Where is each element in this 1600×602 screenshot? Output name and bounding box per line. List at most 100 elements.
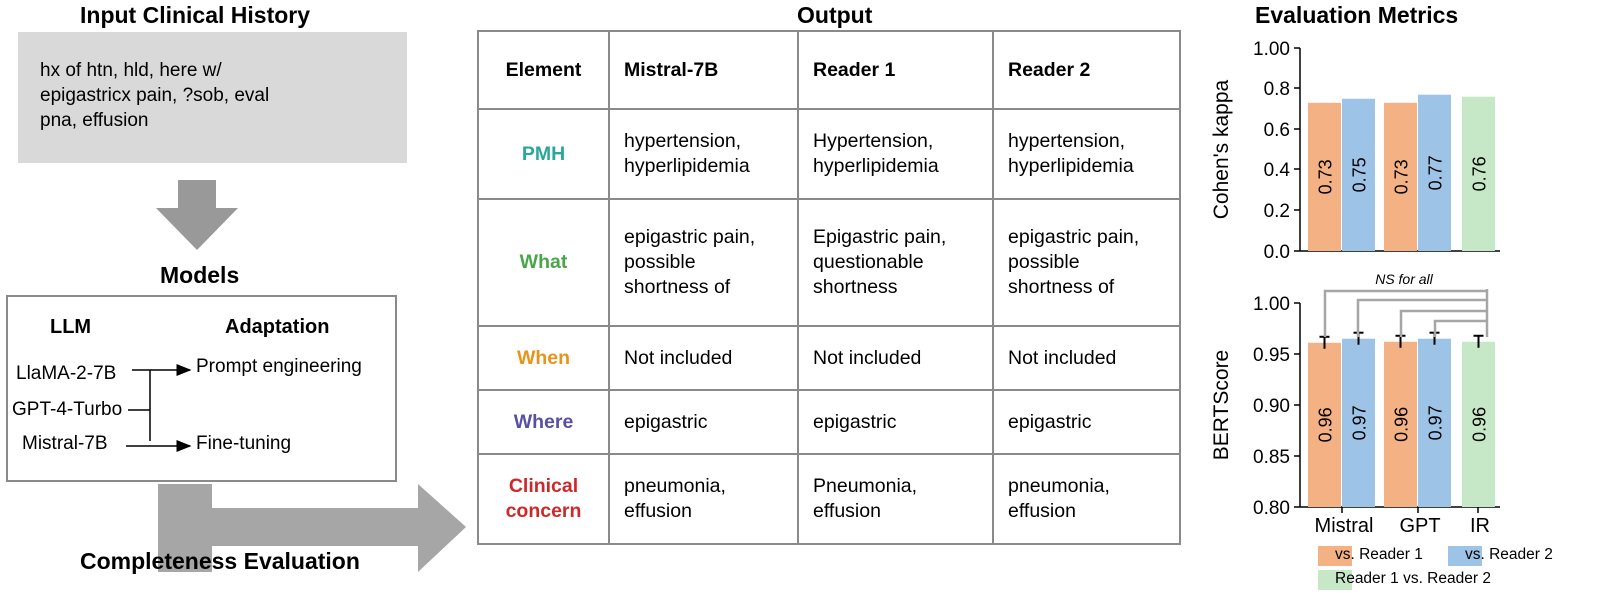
x-tick-label: IR <box>1470 515 1490 537</box>
y-tick-label: 0.6 <box>1264 120 1290 141</box>
header-element: Element <box>477 30 610 110</box>
models-box <box>6 295 397 482</box>
table-cell: Pneumonia, effusion <box>797 453 994 545</box>
table-cell: pneumonia, effusion <box>608 453 799 545</box>
bar-value-label: 0.97 <box>1426 405 1446 440</box>
completeness-evaluation-label: Completeness Evaluation <box>80 548 360 574</box>
significance-bracket <box>1399 309 1487 337</box>
cell-line: shortness of <box>624 276 731 298</box>
cell-line: hypertension, <box>1008 130 1126 152</box>
bar-value-label: 0.77 <box>1426 155 1446 190</box>
table-cell: Not included <box>608 325 799 391</box>
y-tick-label: 0.85 <box>1253 447 1290 468</box>
input-history-text: hx of htn, hld, here w/ epigastricx pain… <box>40 58 380 133</box>
bar <box>1418 94 1451 251</box>
table-cell: pneumonia, effusion <box>992 453 1181 545</box>
cell-line: possible <box>624 251 696 273</box>
cell-line: pneumonia, <box>624 475 726 497</box>
table-cell: epigastric <box>992 389 1181 455</box>
llm-mistral: Mistral-7B <box>22 433 108 454</box>
legend-swatch-reader2 <box>1448 546 1482 566</box>
table-row-when: When Not included Not included Not inclu… <box>477 325 1181 391</box>
y-axis-label: Cohen's kappa <box>1210 79 1233 219</box>
llm-gpt4: GPT-4-Turbo <box>12 399 123 420</box>
bar-value-label: 0.96 <box>1470 407 1490 442</box>
significance-note: NS for all <box>1375 271 1433 287</box>
bar <box>1462 341 1495 507</box>
cell-line: pneumonia, <box>1008 475 1110 497</box>
element-pmh: PMH <box>477 108 610 200</box>
significance-bracket <box>1433 319 1487 337</box>
element-where: Where <box>477 389 610 455</box>
table-cell: Not included <box>992 325 1181 391</box>
legend-swatch-reader1 <box>1318 546 1352 566</box>
cell-line: questionable <box>813 251 924 273</box>
cell-line: epigastric pain, <box>624 226 756 248</box>
cell-line: Pneumonia, <box>813 475 918 497</box>
header-reader2: Reader 2 <box>992 30 1181 110</box>
down-arrow-icon <box>156 180 238 250</box>
cell-line: Hypertension, <box>813 130 934 152</box>
table-cell: epigastric <box>608 389 799 455</box>
header-reader1: Reader 1 <box>797 30 994 110</box>
table-cell: Hypertension, hyperlipidemia <box>797 108 994 200</box>
output-table: Element Mistral-7B Reader 1 Reader 2 PMH… <box>477 30 1181 545</box>
right-arrow-icon <box>158 484 466 572</box>
table-cell: hypertension, hyperlipidemia <box>608 108 799 200</box>
element-clinical-concern: Clinical concern <box>477 453 610 545</box>
adaptation-header: Adaptation <box>225 316 330 338</box>
adaptation-prompt-engineering: Prompt engineering <box>196 356 362 377</box>
bar <box>1418 338 1451 507</box>
y-tick-label: 0.90 <box>1253 396 1290 417</box>
input-clinical-history-title: Input Clinical History <box>80 2 311 28</box>
bar <box>1308 102 1341 251</box>
llm-llama: LlaMA-2-7B <box>16 363 117 384</box>
adaptation-fine-tuning: Fine-tuning <box>196 433 292 454</box>
bar <box>1462 96 1495 251</box>
bar-value-label: 0.76 <box>1470 156 1490 191</box>
y-tick-label: 0.8 <box>1264 79 1290 100</box>
y-axis-label: BERTScore <box>1210 350 1233 461</box>
cell-line: effusion <box>1008 500 1076 522</box>
bar-value-label: 0.73 <box>1392 159 1412 194</box>
element-line: concern <box>505 500 582 522</box>
y-tick-label: 0.80 <box>1253 498 1290 519</box>
cell-line: hyperlipidemia <box>813 155 939 177</box>
cell-line: possible <box>1008 251 1080 273</box>
table-row-clinical-concern: Clinical concern pneumonia, effusion Pneum… <box>477 453 1181 545</box>
models-title: Models <box>160 262 240 288</box>
bar-value-label: 0.96 <box>1316 407 1336 442</box>
cell-line: hyperlipidemia <box>624 155 750 177</box>
legend-label-reader2: vs. Reader 2 <box>1465 546 1553 563</box>
element-line: Clinical <box>508 475 579 497</box>
header-mistral: Mistral-7B <box>608 30 799 110</box>
cell-line: Epigastric pain, <box>813 226 947 248</box>
cell-line: effusion <box>813 500 881 522</box>
legend-swatch-inter-reader <box>1318 570 1352 590</box>
table-row-where: Where epigastric epigastric epigastric <box>477 389 1181 455</box>
legend-label-reader1: vs. Reader 1 <box>1335 546 1423 563</box>
y-tick-label: 0.0 <box>1264 242 1290 263</box>
cell-line: effusion <box>624 500 692 522</box>
cell-line: hypertension, <box>624 130 742 152</box>
bar <box>1308 342 1341 507</box>
input-line: pna, effusion <box>40 110 149 131</box>
table-cell: epigastric pain, possible shortness of <box>608 198 799 327</box>
y-tick-label: 1.00 <box>1253 39 1290 60</box>
table-cell: epigastric <box>797 389 994 455</box>
y-tick-label: 0.95 <box>1253 345 1290 366</box>
bar <box>1342 338 1375 507</box>
table-header-row: Element Mistral-7B Reader 1 Reader 2 <box>477 30 1181 110</box>
bar <box>1384 341 1417 507</box>
significance-bracket <box>1356 298 1487 337</box>
x-tick-label: GPT <box>1399 515 1440 537</box>
table-row-pmh: PMH hypertension, hyperlipidemia Hyperten… <box>477 108 1181 200</box>
input-history-box <box>18 32 407 163</box>
input-line: hx of htn, hld, here w/ <box>40 60 222 81</box>
cell-line: shortness of <box>1008 276 1115 298</box>
significance-bracket <box>1323 289 1487 337</box>
